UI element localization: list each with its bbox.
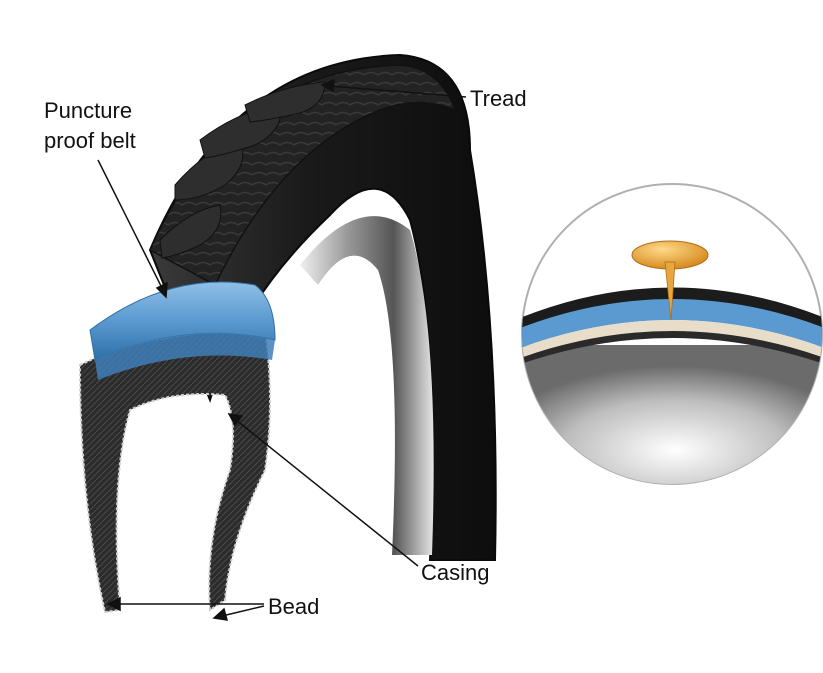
label-puncture-proof-belt: Puncture proof belt: [44, 96, 136, 156]
label-bead: Bead: [268, 594, 320, 619]
callout-lines: [97, 78, 467, 621]
label-puncture-line1: Puncture: [44, 98, 133, 123]
tire-illustration: [78, 53, 497, 614]
thorn-inset: [521, 183, 823, 485]
label-tread: Tread: [470, 86, 527, 111]
label-puncture-line2: proof belt: [44, 128, 136, 153]
label-casing: Casing: [421, 560, 490, 585]
